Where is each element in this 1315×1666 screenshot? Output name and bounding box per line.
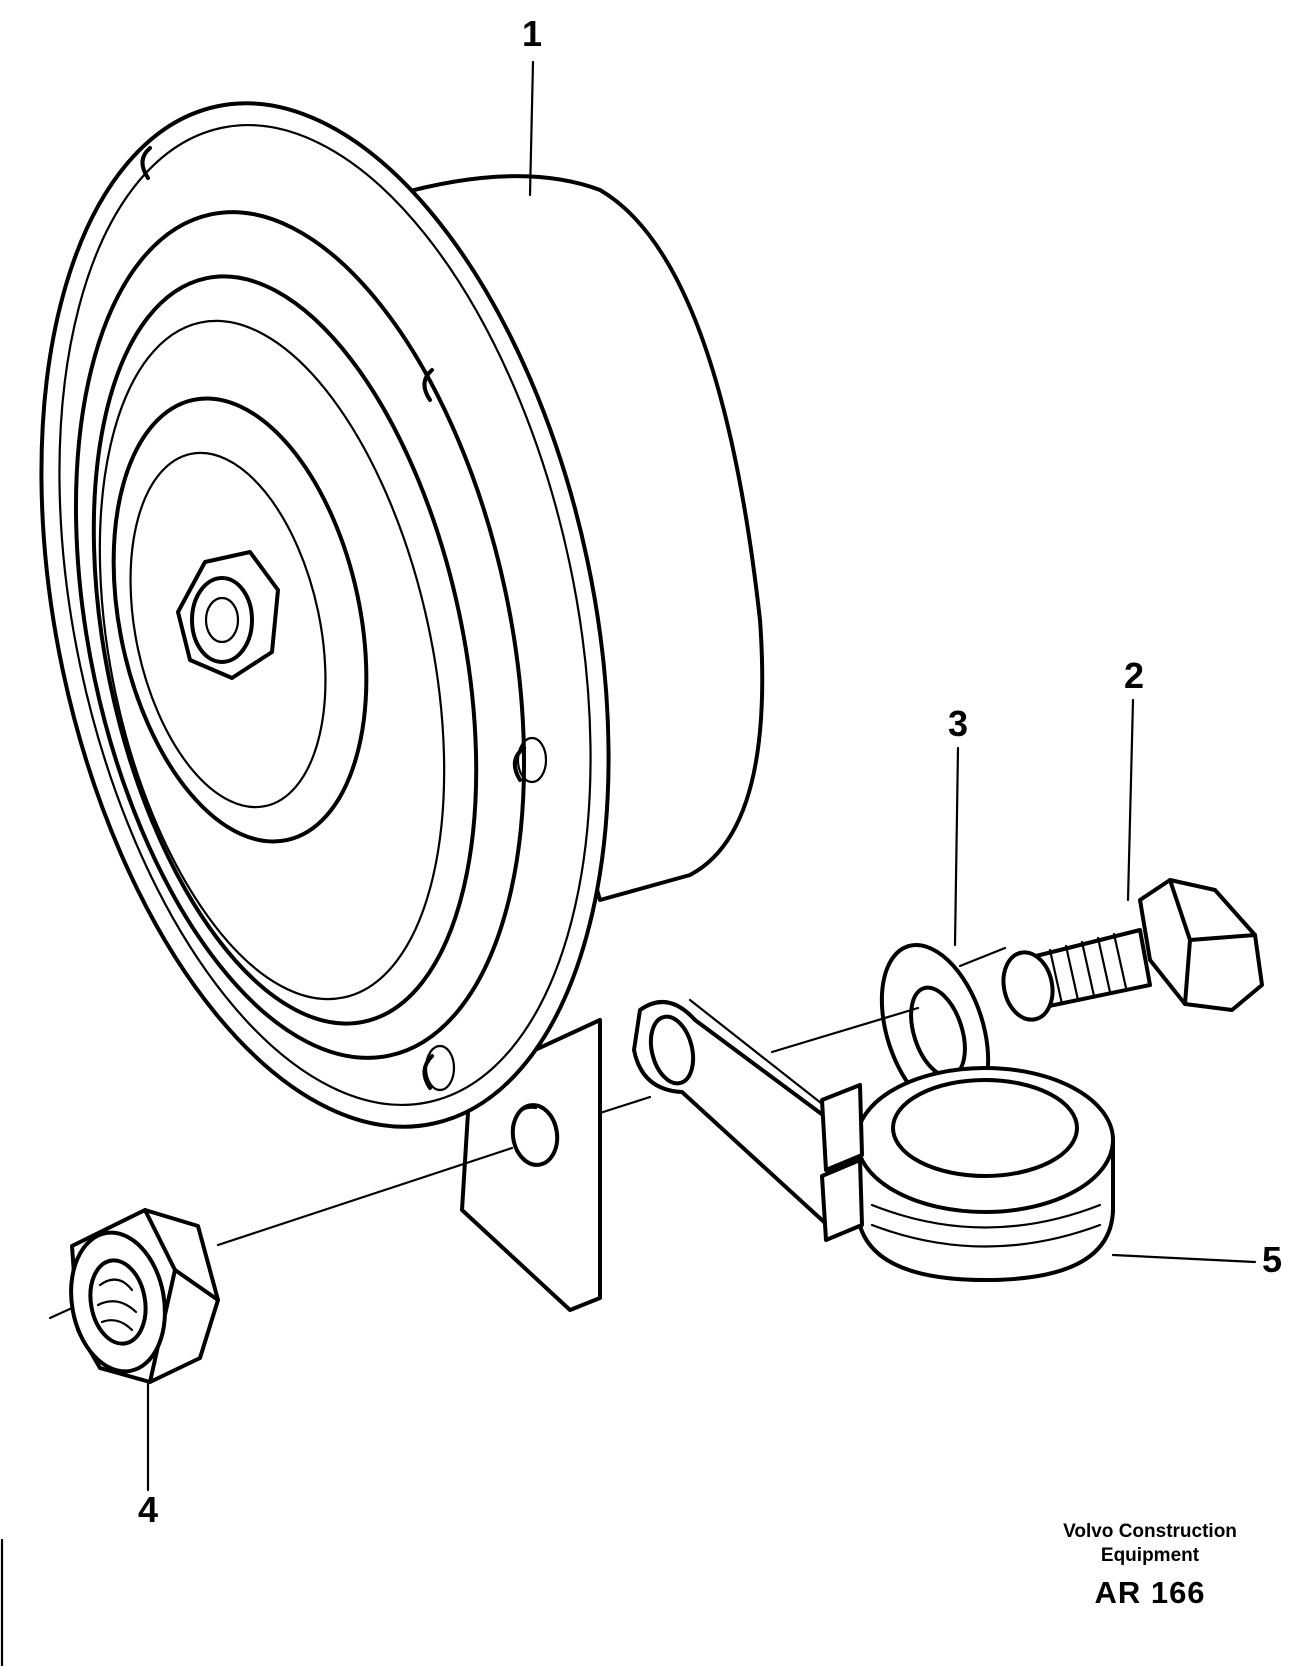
nut [69,1208,220,1384]
callout-5: 5 [1262,1239,1283,1280]
leader-5 [1111,1253,1257,1264]
bolt [1001,878,1264,1022]
callout-3: 3 [948,703,969,744]
horn-centre-bore [190,576,254,664]
horn-diaphragm [111,396,369,844]
credit-block: Volvo Construction Equipment AR 166 [1040,1520,1260,1612]
credit-company: Volvo Construction [1063,1521,1237,1542]
figure-code: AR 166 [1094,1574,1206,1610]
horn-centre-nut [176,550,280,680]
callout-2: 2 [1124,655,1145,696]
callout-4: 4 [138,1489,159,1530]
callout-1: 1 [522,13,543,54]
leader-2 [1126,698,1135,902]
bracket-hole [510,1103,560,1167]
leader-3 [953,746,960,947]
assembly-axis-lines [48,946,1007,1320]
horn-rim [73,210,527,1060]
leader-lines [146,60,1257,1492]
credit-company-2: Equipment [1100,1544,1200,1566]
clamp [632,998,1115,1282]
horn [39,101,765,1312]
leader-1 [528,60,535,197]
